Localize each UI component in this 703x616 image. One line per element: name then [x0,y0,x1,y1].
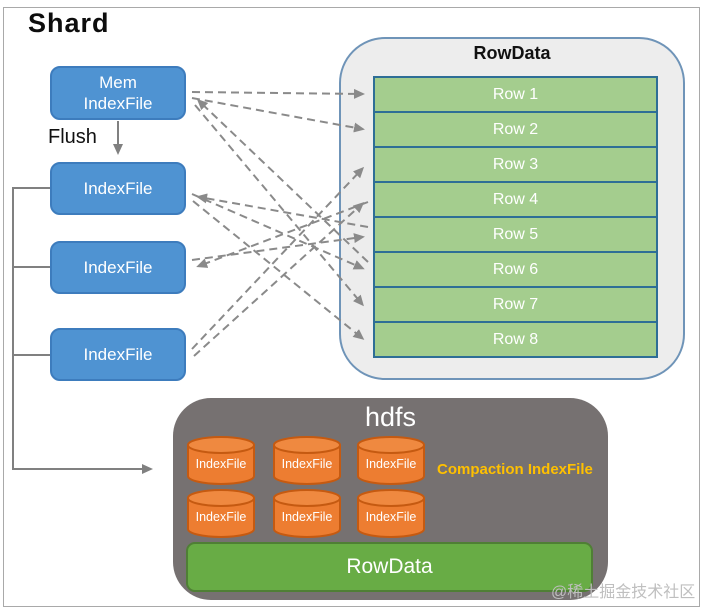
rowdata-row-list: Row 1 Row 2 Row 3 Row 4 Row 5 Row 6 Row … [373,76,658,358]
database-cylinder-shape [187,436,255,485]
row-item-8: Row 8 [373,321,658,358]
row-item-1: Row 1 [373,76,658,113]
database-icon-4: IndexFile [186,488,256,540]
watermark: @稀土掘金技术社区 [551,584,696,601]
image-border [3,7,700,607]
hdfs-title: hdfs [364,402,417,432]
row-item-7: Row 7 [373,286,658,323]
compaction-indexfile-label: Compaction IndexFile [437,461,593,478]
cylinder-label: IndexFile [365,457,417,471]
database-icon-3: IndexFile [356,435,426,487]
indexfile-label: IndexFile [83,178,153,198]
indexfile-label: IndexFile [83,257,153,277]
cylinder-label: IndexFile [195,457,247,471]
cylinder-label: IndexFile [195,510,247,524]
indexfile-box-3: IndexFile [50,328,186,381]
rowdata-panel-title: RowData [473,43,551,63]
database-icon-5: IndexFile [272,488,342,540]
mem-indexfile-label-line2: IndexFile [83,94,153,113]
database-cylinder-shape [357,489,425,538]
database-icon-2: IndexFile [272,435,342,487]
row-item-6: Row 6 [373,251,658,288]
row-item-4: Row 4 [373,181,658,218]
shard-title: Shard [28,8,110,38]
cylinder-label: IndexFile [365,510,417,524]
mem-indexfile-box: Mem IndexFile [50,66,186,120]
database-icon-6: IndexFile [356,488,426,540]
rowdata-bar-label: RowData [346,555,433,578]
rowdata-bar: RowData [186,542,593,592]
row-item-5: Row 5 [373,216,658,253]
row-item-3: Row 3 [373,146,658,183]
row-item-2: Row 2 [373,111,658,148]
indexfile-box-2: IndexFile [50,241,186,294]
flush-label: Flush [48,126,97,148]
database-cylinder-shape [273,436,341,485]
database-cylinder-shape [357,436,425,485]
mem-indexfile-label-line1: Mem [99,72,137,92]
cylinder-label: IndexFile [281,510,333,524]
database-cylinder-shape [187,489,255,538]
cylinder-label: IndexFile [281,457,333,471]
database-cylinder-shape [273,489,341,538]
indexfile-box-1: IndexFile [50,162,186,215]
database-icon-1: IndexFile [186,435,256,487]
indexfile-label: IndexFile [83,344,153,364]
